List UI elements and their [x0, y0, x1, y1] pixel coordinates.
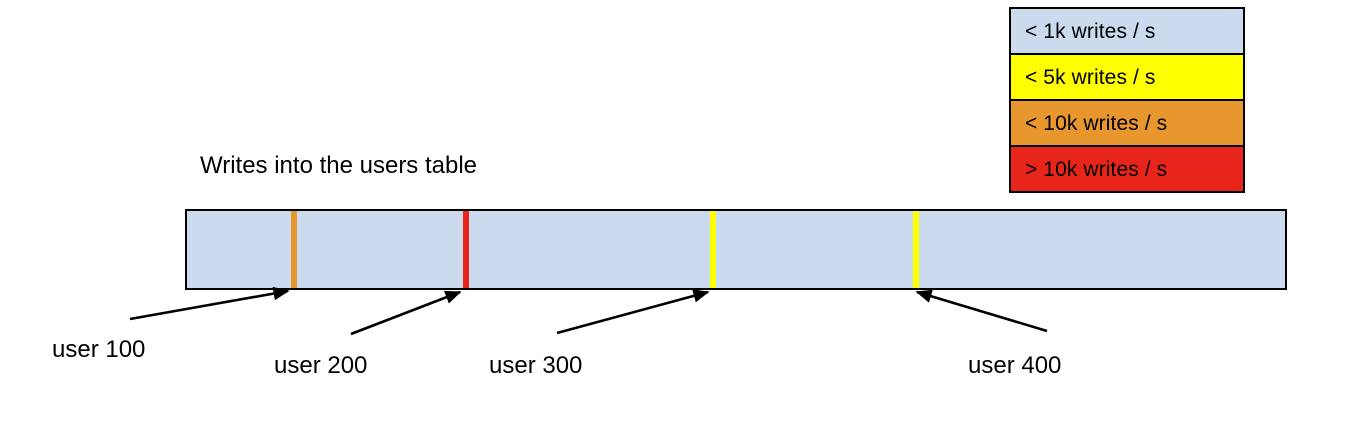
legend-label-under-10k: < 10k writes / s — [1025, 111, 1168, 135]
legend-row-under-10k: < 10k writes / s — [1011, 101, 1243, 147]
user-100-hot-line — [291, 211, 297, 288]
callout-user-400: user 400 — [968, 352, 1062, 379]
user-200-hot-line — [463, 211, 469, 288]
user-400-hot-line — [913, 211, 919, 288]
callout-user-100: user 100 — [52, 336, 146, 363]
arrow-to-user-200 — [350, 290, 462, 336]
user-300-hot-line — [710, 211, 716, 288]
legend-row-over-10k: > 10k writes / s — [1011, 147, 1243, 191]
legend-row-under-5k: < 5k writes / s — [1011, 55, 1243, 101]
legend-label-under-1k: < 1k writes / s — [1025, 19, 1156, 43]
legend-label-over-10k: > 10k writes / s — [1025, 157, 1168, 181]
arrow-to-user-100 — [129, 286, 290, 321]
legend-label-under-5k: < 5k writes / s — [1025, 65, 1156, 89]
arrow-to-user-400 — [915, 289, 1048, 333]
callout-user-300: user 300 — [489, 352, 583, 379]
write-rate-legend: < 1k writes / s < 5k writes / s < 10k wr… — [1009, 7, 1245, 193]
callout-user-200: user 200 — [274, 352, 368, 379]
arrow-to-user-300 — [556, 289, 710, 335]
users-table-bar — [185, 209, 1287, 290]
chart-title: Writes into the users table — [200, 152, 478, 179]
legend-row-under-1k: < 1k writes / s — [1011, 9, 1243, 55]
